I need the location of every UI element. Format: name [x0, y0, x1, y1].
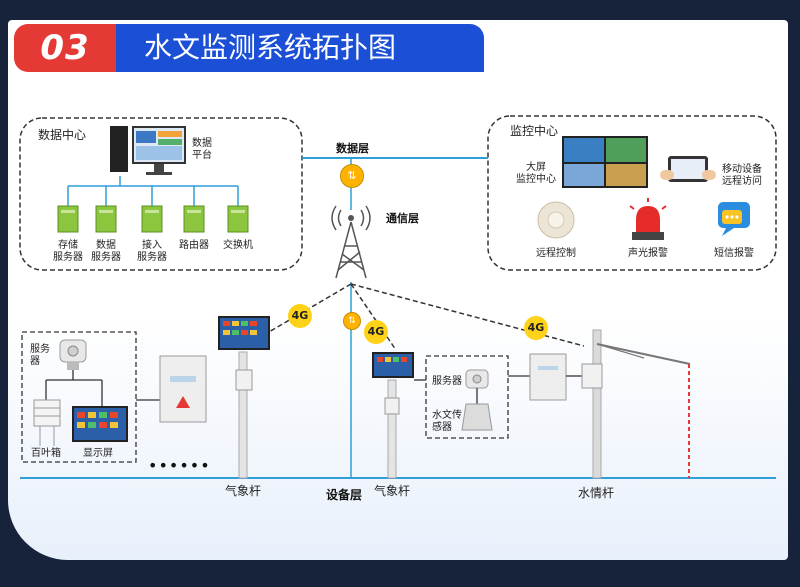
more-devices-dots: ••••••	[148, 456, 211, 475]
alarm-light-label: 声光报警	[628, 248, 668, 259]
monitor-center-box	[487, 115, 777, 271]
weather-pole-2	[372, 352, 414, 479]
big-screen-label: 大屏监控中心	[516, 162, 556, 185]
server-label-data: 数据服务器	[91, 240, 121, 263]
link-4g-mid	[350, 283, 397, 351]
display-label: 显示屏	[83, 448, 113, 459]
server-icon	[57, 205, 249, 233]
server-left-label: 服务器	[30, 344, 50, 367]
mid-device-box	[425, 355, 509, 439]
louver-box-icon	[33, 399, 61, 446]
hydro-sensor-icon	[461, 403, 493, 431]
remote-control-icon	[537, 201, 575, 239]
comm-layer-label: 通信层	[386, 212, 419, 225]
control-cabinet-icon	[159, 355, 207, 423]
section-number: 03	[14, 24, 116, 72]
router-label: 路由器	[179, 240, 209, 251]
big-screen-icon	[562, 136, 648, 188]
4g-badge-mid: 4G	[364, 320, 388, 344]
link-arrow-icon: ⇅	[340, 164, 364, 188]
pole1-label: 气象杆	[225, 484, 262, 498]
server-mid-label: 服务器	[432, 376, 462, 387]
display-screen-icon	[72, 406, 128, 442]
mid-server-icon	[465, 369, 489, 389]
small-cabinet-icon	[529, 353, 567, 401]
tower-icon	[331, 205, 371, 279]
diagram-panel	[8, 20, 788, 560]
mobile-device-icon	[660, 156, 716, 182]
alarm-light-icon	[629, 198, 667, 240]
weather-pole-1	[218, 316, 270, 479]
hydrology-pole	[581, 329, 691, 479]
4g-badge-right: 4G	[524, 316, 548, 340]
sms-alarm-label: 短信报警	[714, 248, 754, 259]
4g-badge-left: 4G	[288, 304, 312, 328]
louver-box-label: 百叶箱	[31, 448, 61, 459]
pole2-label: 气象杆	[374, 484, 411, 498]
link-arrow-small-icon: ⇅	[343, 312, 361, 330]
left-device-box	[21, 331, 137, 463]
switch-label: 交换机	[223, 240, 253, 251]
remote-control-label: 远程控制	[536, 248, 576, 259]
computer-icon	[110, 126, 186, 175]
mobile-label: 移动设备远程访问	[722, 164, 762, 187]
device-layer-label: 设备层	[326, 488, 363, 502]
data-center-title: 数据中心	[38, 128, 87, 142]
platform-label: 数据平台	[192, 138, 212, 161]
server-device-icon	[59, 339, 87, 370]
pole3-label: 水情杆	[578, 486, 615, 500]
server-label-access: 接入服务器	[137, 240, 167, 263]
section-title: 水文监测系统拓扑图	[116, 24, 484, 72]
server-label-storage: 存储服务器	[53, 240, 83, 263]
sms-icon	[718, 202, 750, 236]
monitor-center-title: 监控中心	[510, 124, 559, 138]
data-layer-label: 数据层	[336, 142, 369, 155]
hydro-sensor-label: 水文传感器	[432, 410, 462, 433]
